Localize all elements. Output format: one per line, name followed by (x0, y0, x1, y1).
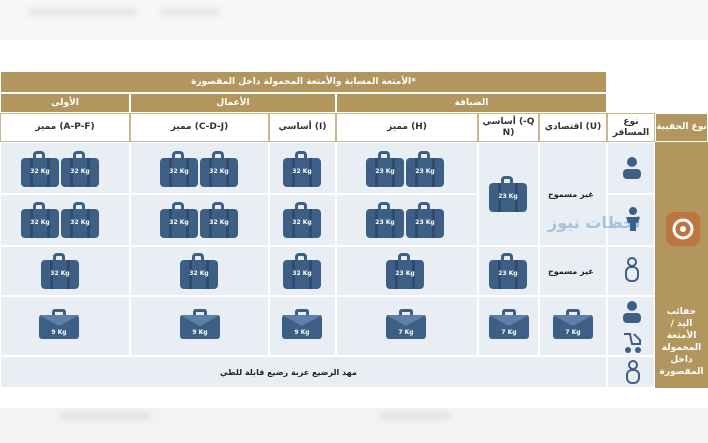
infant-note: مهد الرضيع عربة رضيع قابلة للطي (220, 368, 357, 377)
suitcase-icon: 32 Kg (61, 202, 99, 238)
table-title: الأمتعة المسابة والأمتعة المحمولة داخل ا… (0, 71, 607, 93)
stroller-icon (624, 333, 641, 353)
infant-icon (625, 257, 639, 282)
blurred-top-text (160, 8, 220, 16)
class-first-premium: مميز (A-P-F) (0, 113, 130, 142)
suitcase-icon: 32 Kg (41, 253, 79, 289)
suitcase-icon: 32 Kg (200, 202, 238, 238)
class-guest-basic: أساسي (-Q N) (478, 113, 539, 142)
watermark-logo-icon (666, 212, 700, 246)
class-economy: اقتصادي (U) (539, 113, 607, 142)
suitcase-icon: 32 Kg (21, 151, 59, 187)
not-allowed-text: غير مسموح (548, 190, 594, 199)
suitcase-icon: 23 Kg (489, 253, 527, 289)
briefcase-icon: 9 Kg (39, 309, 79, 339)
col-bag-type: نوع الحقيبة (655, 113, 708, 142)
suitcase-icon: 32 Kg (160, 202, 198, 238)
side-carry-on: حقائب اليد / الأمتعة المحمولة داخل المقص… (655, 296, 708, 388)
suitcase-icon: 32 Kg (283, 202, 321, 238)
suitcase-icon: 23 Kg (406, 202, 444, 238)
watermark-text: لحظات نيوز (548, 213, 641, 232)
suitcase-icon: 23 Kg (386, 253, 424, 289)
briefcase-icon: 9 Kg (180, 309, 220, 339)
suitcase-icon: 32 Kg (21, 202, 59, 238)
infant-icon (626, 360, 640, 384)
suitcase-icon: 32 Kg (160, 151, 198, 187)
suitcase-icon: 32 Kg (180, 253, 218, 289)
group-business: الأعمال (130, 93, 336, 113)
class-guest-premium: مميز (H) (336, 113, 478, 142)
adult-icon (623, 157, 641, 179)
suitcase-icon: 32 Kg (61, 151, 99, 187)
child-icon (626, 207, 640, 231)
suitcase-icon: 23 Kg (366, 151, 404, 187)
class-business-premium: مميز (C-D-J) (130, 113, 269, 142)
class-business-basic: أساسي (I) (269, 113, 336, 142)
blurred-bottom-text (380, 412, 450, 420)
suitcase-icon: 32 Kg (283, 253, 321, 289)
not-allowed-text: غير مسموح (548, 267, 594, 276)
group-guest: الضيافة (336, 93, 607, 113)
blurred-top-text (28, 8, 138, 16)
top-band (0, 0, 708, 40)
col-passenger-type: نوع المسافر (607, 113, 655, 142)
briefcase-icon: 7 Kg (553, 309, 593, 339)
briefcase-icon: 7 Kg (386, 309, 426, 339)
group-first: الأولى (0, 93, 130, 113)
suitcase-icon: 23 Kg (406, 151, 444, 187)
suitcase-icon: 23 Kg (489, 176, 527, 212)
suitcase-icon: 23 Kg (366, 202, 404, 238)
suitcase-icon: 32 Kg (200, 151, 238, 187)
blurred-bottom-text (60, 412, 150, 420)
suitcase-icon: 32 Kg (283, 151, 321, 187)
briefcase-icon: 7 Kg (489, 309, 529, 339)
briefcase-icon: 9 Kg (282, 309, 322, 339)
adult-icon (623, 301, 641, 323)
